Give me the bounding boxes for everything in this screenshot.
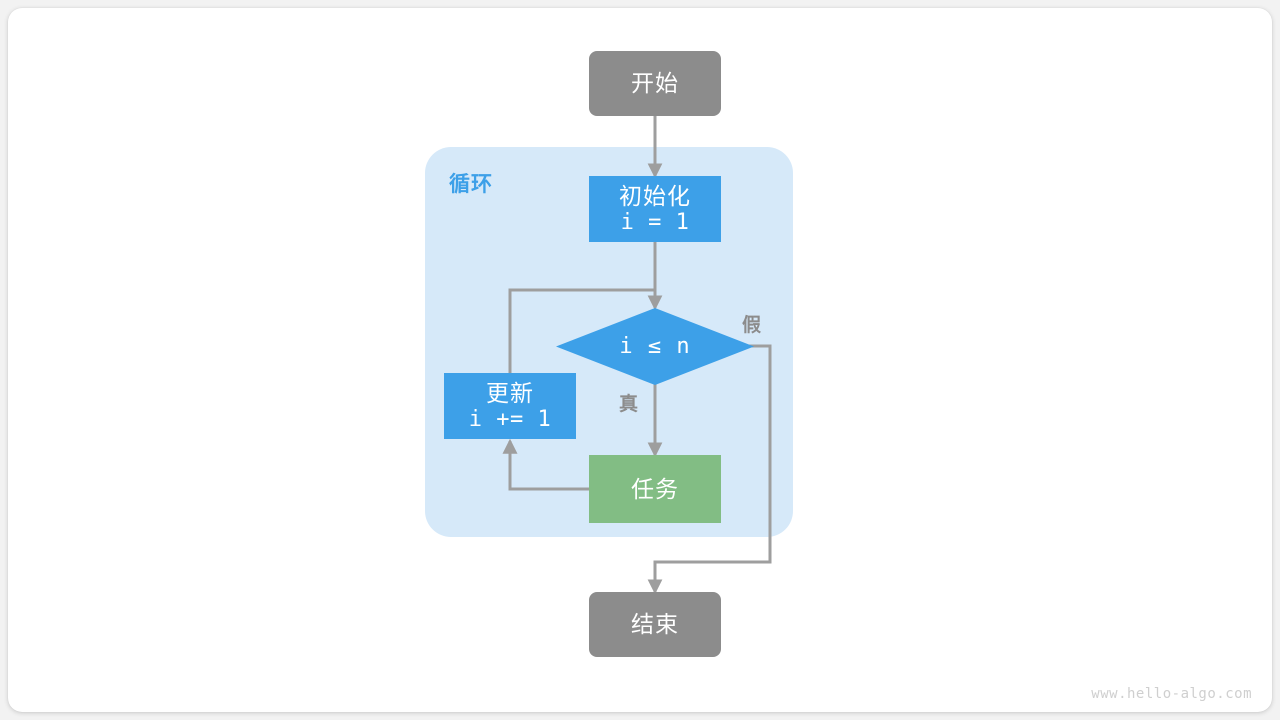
diamond-shape <box>556 308 754 385</box>
node-condition[interactable]: i ≤ n <box>556 308 754 385</box>
node-start[interactable]: 开始 <box>589 51 721 116</box>
node-condition-label: i ≤ n <box>619 334 691 359</box>
node-init-label: 初始化 <box>619 182 691 209</box>
node-end-label: 结束 <box>631 611 679 638</box>
node-update[interactable]: 更新 i += 1 <box>444 373 576 439</box>
node-update-sublabel: i += 1 <box>468 406 552 432</box>
edge-label-false: 假 <box>742 315 762 336</box>
edge-label-true: 真 <box>619 394 639 415</box>
node-update-label: 更新 <box>486 379 534 406</box>
edge-update-to-condition <box>508 288 655 373</box>
node-task[interactable]: 任务 <box>589 455 721 523</box>
node-start-label: 开始 <box>631 70 679 97</box>
edge-task-to-update <box>502 438 589 491</box>
loop-group-label: 循环 <box>449 173 493 196</box>
node-end[interactable]: 结束 <box>589 592 721 657</box>
edge-condition-to-end <box>647 344 772 595</box>
node-init-sublabel: i = 1 <box>620 209 690 235</box>
node-task-label: 任务 <box>631 475 679 502</box>
node-init[interactable]: 初始化 i = 1 <box>589 176 721 242</box>
watermark-text: www.hello-algo.com <box>1091 686 1252 702</box>
